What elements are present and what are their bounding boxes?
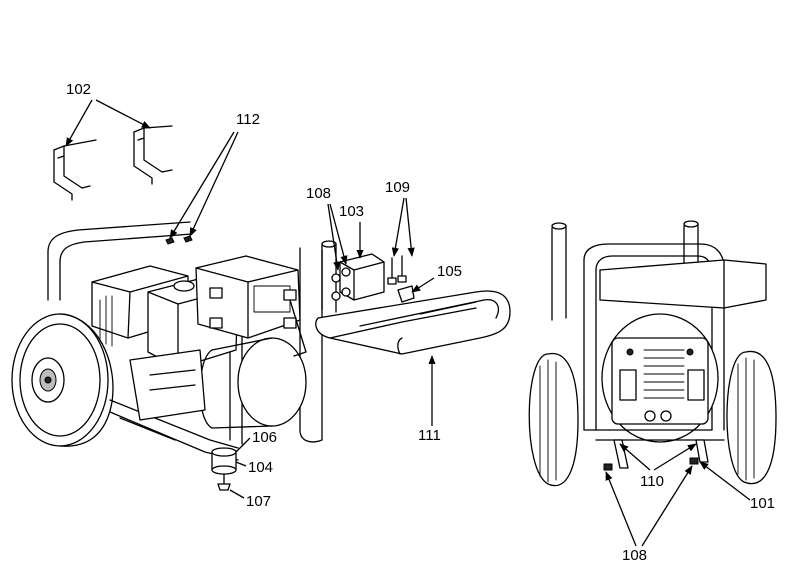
callout-label-105: 105 — [437, 263, 462, 280]
callout-108-top: 108 — [306, 185, 348, 271]
callout-109: 109 — [385, 179, 415, 257]
callout-108-bottom: 108 — [605, 465, 693, 564]
callout-111: 111 — [418, 355, 441, 444]
callout-101: 101 — [699, 461, 775, 512]
callout-112: 112 — [169, 111, 260, 239]
callout-106: 106 — [235, 429, 277, 453]
callout-105: 105 — [411, 263, 462, 293]
callout-label-107: 107 — [246, 493, 271, 510]
callout-110: 110 — [619, 443, 697, 490]
callout-label-102: 102 — [66, 81, 91, 98]
callout-102: 102 — [65, 81, 151, 147]
callout-107: 107 — [229, 489, 271, 510]
generator-left-view — [11, 221, 323, 491]
handle-assembly — [315, 240, 511, 355]
callout-label-109: 109 — [385, 179, 410, 196]
generator-right-view — [528, 220, 777, 487]
callout-label-101: 101 — [750, 495, 775, 512]
vent-slots — [643, 349, 685, 399]
callout-label-104: 104 — [248, 459, 273, 476]
bracket-102-right — [133, 125, 173, 185]
callout-label-108-bottom: 108 — [622, 547, 647, 564]
callout-label-112: 112 — [236, 111, 260, 128]
callout-104: 104 — [235, 459, 273, 476]
callout-103: 103 — [339, 203, 364, 259]
callout-label-103: 103 — [339, 203, 364, 220]
callout-label-110: 110 — [640, 473, 664, 490]
callout-label-106: 106 — [252, 429, 277, 446]
bracket-102-left — [53, 139, 97, 201]
callout-label-111: 111 — [418, 427, 441, 444]
callout-label-108-top: 108 — [306, 185, 331, 202]
